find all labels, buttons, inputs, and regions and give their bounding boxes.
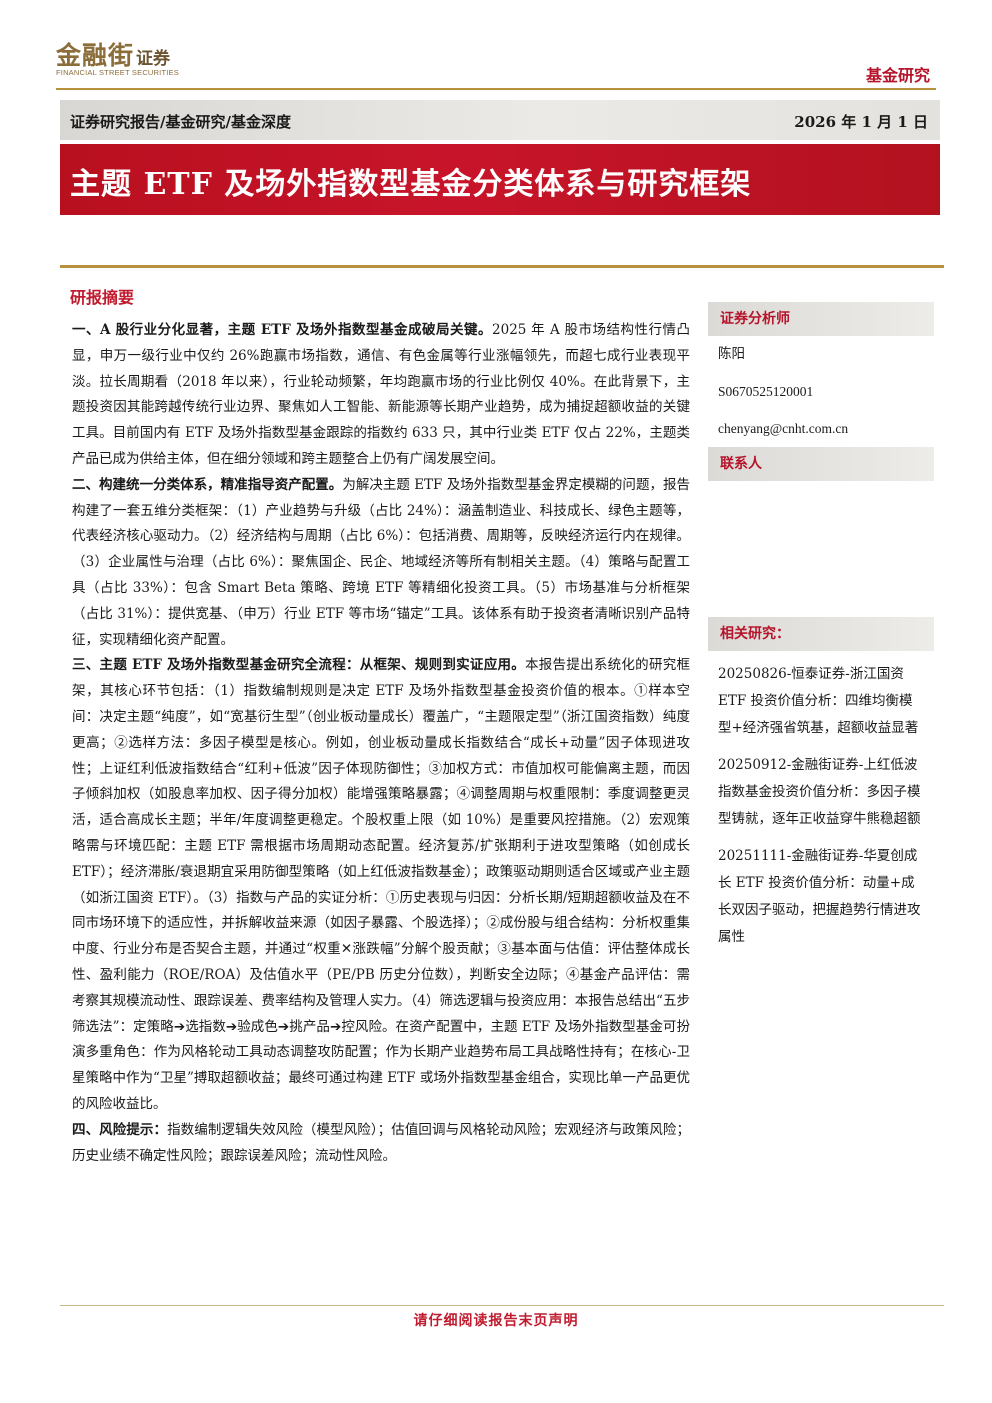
- paragraph-text: 2025 年 A 股市场结构性行情凸显，申万一级行业中仅约 26%跑赢市场指数，…: [72, 322, 690, 467]
- report-category: 基金研究: [865, 66, 930, 85]
- footer-divider: [60, 1305, 944, 1306]
- company-logo: 金融街证券 FINANCIAL STREET SECURITIES: [56, 36, 206, 82]
- paragraph-text: 本报告提出系统化的研究框架，其核心环节包括：（1）指数编制规则是决定 ETF 及…: [72, 657, 691, 1112]
- header-divider: [56, 88, 936, 90]
- related-research-list: 20250826-恒泰证券-浙江国资 ETF 投资价值分析：四维均衡模型+经济强…: [708, 651, 934, 951]
- abstract-paragraph-1: 一、A 股行业分化显著，主题 ETF 及场外指数型基金成破局关键。2025 年 …: [72, 318, 690, 473]
- related-research-item[interactable]: 20250912-金融街证券-上红低波指数基金投资价值分析：多因子模型铸就，逐年…: [718, 757, 921, 827]
- section-divider: [60, 265, 944, 268]
- report-date: 2026 年 1 月 1 日: [794, 113, 928, 131]
- report-title: 主题 ETF 及场外指数型基金分类体系与研究框架: [70, 167, 752, 202]
- paragraph-lead: 三、主题 ETF 及场外指数型基金研究全流程：从框架、规则到实证应用。: [72, 657, 526, 674]
- sidebar: 证券分析师 陈阳 S0670525120001 chenyang@cnht.co…: [708, 302, 934, 961]
- analyst-email[interactable]: chenyang@cnht.com.cn: [718, 421, 849, 436]
- abstract-heading: 研报摘要: [70, 288, 135, 307]
- paragraph-lead: 四、风险提示：: [72, 1121, 168, 1138]
- abstract-body: 一、A 股行业分化显著，主题 ETF 及场外指数型基金成破局关键。2025 年 …: [72, 318, 690, 1169]
- report-type-band: 证券研究报告/基金研究/基金深度 2026 年 1 月 1 日: [60, 100, 940, 140]
- title-band: 主题 ETF 及场外指数型基金分类体系与研究框架: [60, 144, 940, 215]
- logo-wordmark: 金融街证券: [56, 41, 171, 70]
- abstract-paragraph-3: 三、主题 ETF 及场外指数型基金研究全流程：从框架、规则到实证应用。本报告提出…: [72, 653, 690, 1117]
- logo-subtitle: FINANCIAL STREET SECURITIES: [56, 68, 179, 77]
- abstract-paragraph-2: 二、构建统一分类体系，精准指导资产配置。为解决主题 ETF 及场外指数型基金界定…: [72, 473, 690, 654]
- report-type: 证券研究报告/基金研究/基金深度: [70, 113, 291, 131]
- paragraph-lead: 一、A 股行业分化显著，主题 ETF 及场外指数型基金成破局关键。: [72, 322, 493, 338]
- analyst-license: S0670525120001: [718, 384, 814, 399]
- related-research-item[interactable]: 20251111-金融街证券-华夏创成长 ETF 投资价值分析：动量+成长双因子…: [718, 848, 921, 945]
- abstract-paragraph-4: 四、风险提示：指数编制逻辑失效风险（模型风险）；估值回调与风格轮动风险；宏观经济…: [72, 1118, 690, 1170]
- analyst-heading: 证券分析师: [708, 302, 934, 336]
- contact-heading: 联系人: [708, 447, 934, 481]
- paragraph-text: 指数编制逻辑失效风险（模型风险）；估值回调与风格轮动风险；宏观经济与政策风险；历…: [72, 1121, 691, 1164]
- related-research-heading: 相关研究：: [708, 617, 934, 651]
- paragraph-text: 为解决主题 ETF 及场外指数型基金界定模糊的问题，报告构建了一套五维分类框架：…: [72, 476, 690, 648]
- footer-notice: 请仔细阅读报告末页声明: [413, 1313, 579, 1329]
- logo-suffix: 证券: [136, 49, 171, 69]
- related-research-item[interactable]: 20250826-恒泰证券-浙江国资 ETF 投资价值分析：四维均衡模型+经济强…: [718, 666, 919, 736]
- paragraph-lead: 二、构建统一分类体系，精准指导资产配置。: [72, 476, 343, 493]
- analyst-name: 陈阳: [718, 346, 745, 362]
